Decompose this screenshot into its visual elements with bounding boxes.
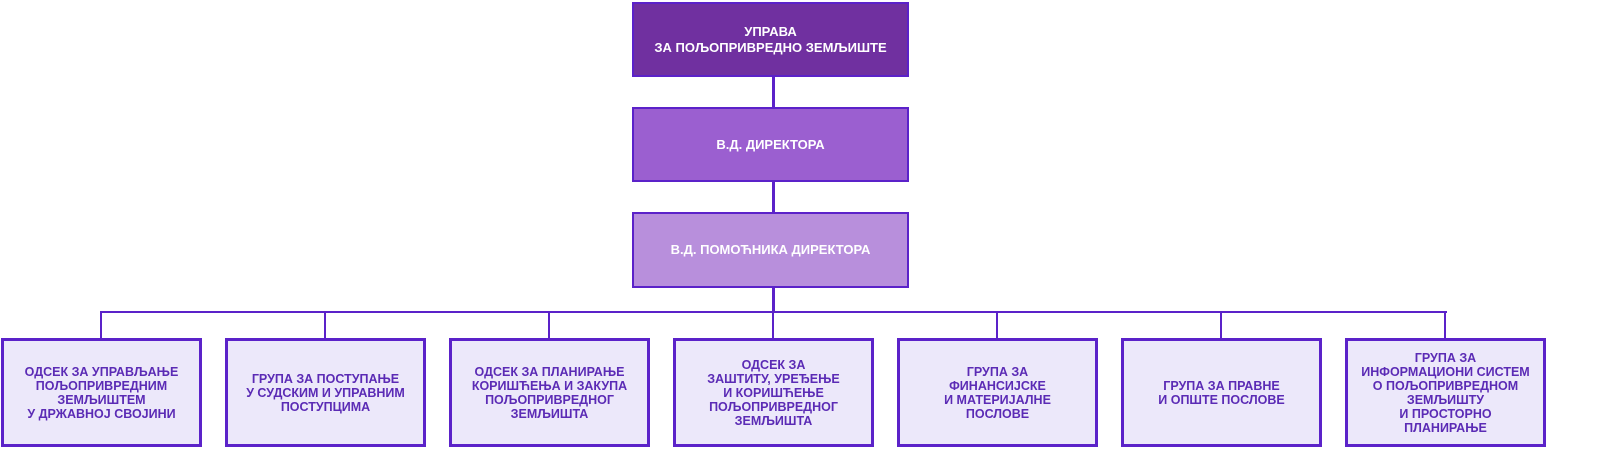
unit-connector	[1444, 311, 1446, 338]
head-office-box: УПРАВА ЗА ПОЉОПРИВРЕДНО ЗЕМЉИШТЕ	[632, 2, 909, 77]
unit-box: ОДСЕК ЗА ЗАШТИТУ, УРЕЂЕЊЕ И КОРИШЋЕЊЕ ПО…	[673, 338, 874, 447]
connector-line	[772, 77, 775, 107]
director-box: В.Д. ДИРЕКТОРА	[632, 107, 909, 182]
unit-box: ГРУПА ЗА ФИНАНСИЈСКЕ И МАТЕРИЈАЛНЕ ПОСЛО…	[897, 338, 1098, 447]
unit-connector	[100, 311, 102, 338]
unit-box: ОДСЕК ЗА УПРАВЉАЊЕ ПОЉОПРИВРЕДНИМ ЗЕМЉИШ…	[1, 338, 202, 447]
unit-box: ГРУПА ЗА ИНФОРМАЦИОНИ СИСТЕМ О ПОЉОПРИВР…	[1345, 338, 1546, 447]
assistant-director-box: В.Д. ПОМОЋНИКА ДИРЕКТОРА	[632, 212, 909, 288]
unit-connector	[324, 311, 326, 338]
unit-box: ГРУПА ЗА ПОСТУПАЊЕ У СУДСКИМ И УПРАВНИМ …	[225, 338, 426, 447]
connector-line	[772, 182, 775, 212]
unit-connector	[548, 311, 550, 338]
horizontal-connector	[101, 311, 1447, 313]
unit-box: ГРУПА ЗА ПРАВНЕ И ОПШТЕ ПОСЛОВЕ	[1121, 338, 1322, 447]
unit-connector	[1220, 311, 1222, 338]
unit-box: ОДСЕК ЗА ПЛАНИРАЊЕ КОРИШЋЕЊА И ЗАКУПА ПО…	[449, 338, 650, 447]
connector-line	[772, 288, 775, 312]
unit-connector	[996, 311, 998, 338]
unit-connector	[772, 311, 774, 338]
